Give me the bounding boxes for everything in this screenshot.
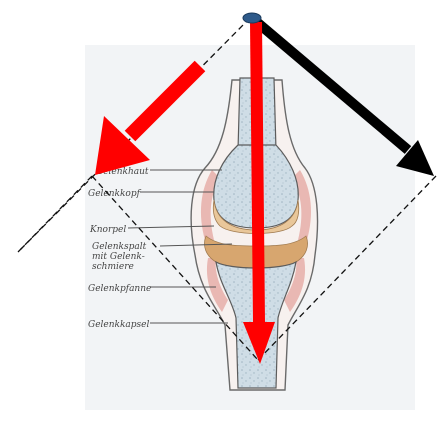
- label-gelenkschmiere-line1: mit Gelenk-: [92, 252, 145, 262]
- label-gelenkkapsel: Gelenkkapsel: [88, 320, 149, 330]
- pivot-dot-icon: [243, 13, 261, 23]
- label-gelenkkopf: Gelenkkopf: [88, 189, 142, 199]
- label-gelenkspalt: Gelenkspalt: [92, 242, 147, 252]
- label-gelenkpfanne: Gelenkpfanne: [88, 284, 151, 294]
- label-knorpel: Knorpel: [89, 225, 126, 235]
- label-gelenkschmiere-line2: schmiere: [92, 262, 134, 272]
